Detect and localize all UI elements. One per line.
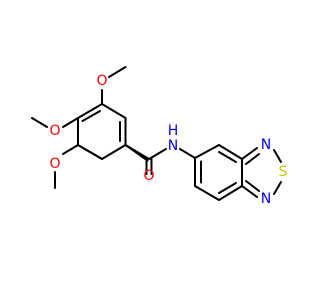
bond-ring2-b	[218, 144, 243, 160]
bond-o-upper-left-ch3	[31, 117, 48, 128]
methoxy-lower-left: O	[49, 144, 79, 189]
bond-c6-o-lower-left	[62, 144, 79, 155]
bond-ring1-c1-c2b	[101, 144, 127, 160]
hydrogen-atom-amide: H	[168, 123, 179, 139]
bond-o-top-ch3	[108, 66, 127, 78]
molecule-structure-diagram: O O O O N H	[31, 66, 288, 207]
bond-ring1-inner-c	[82, 147, 102, 159]
nitrogen-atom-amide: N	[168, 138, 178, 154]
bond-ring1-inner-b	[81, 110, 101, 122]
bond-ring2-d	[218, 185, 243, 201]
bond-ring1-carbonyl-c	[124, 144, 150, 160]
oxygen-atom-lower-left: O	[49, 156, 60, 172]
bond-ring2-inner-c	[218, 182, 237, 194]
bond-n-ring2	[179, 148, 196, 159]
bond-ring2-a	[194, 144, 220, 159]
amide-group: O N H	[124, 123, 196, 184]
bond-c5-o-upper-left	[62, 117, 79, 128]
nitrogen-atom-thiadiazole-top: N	[261, 137, 271, 153]
thiadiazole-ring: N S N	[241, 137, 288, 207]
oxygen-atom-top: O	[96, 73, 107, 89]
nitrogen-atom-thiadiazole-bottom: N	[261, 191, 271, 207]
oxygen-atom-carbonyl: O	[143, 168, 154, 184]
sulfur-atom-thiadiazole: S	[279, 164, 288, 180]
methoxy-top: O	[96, 66, 127, 105]
bond-c-n-top-a	[241, 147, 258, 160]
benzothiadiazole-benzene-ring	[194, 144, 243, 201]
bond-ring1-c3-c4	[101, 103, 127, 119]
bond-ring2-e	[194, 185, 220, 201]
bond-s-n-bottom	[273, 181, 282, 195]
bond-c-n-bottom-a	[241, 185, 258, 198]
bond-ring2-inner-b	[218, 151, 237, 163]
bond-c-n-top-b	[245, 153, 260, 165]
bond-carbonyl-c-n	[148, 148, 167, 160]
bond-ring1-c4-c5	[77, 103, 103, 119]
oxygen-atom-upper-left: O	[49, 123, 60, 139]
bond-n-top-s	[273, 149, 282, 163]
bond-c-n-bottom-b	[245, 180, 260, 192]
trimethoxyphenyl-ring	[77, 103, 149, 162]
methoxy-upper-left: O	[31, 117, 79, 139]
